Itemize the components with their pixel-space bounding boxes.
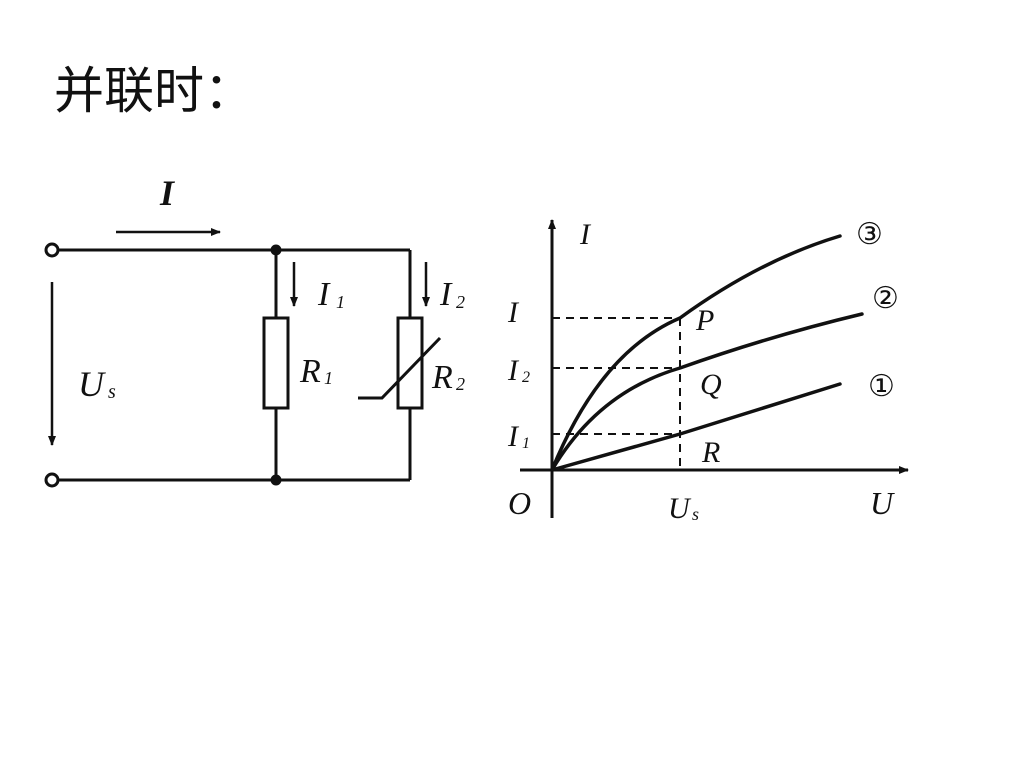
origin-label: O <box>508 485 531 521</box>
resistor-r2-sub: 2 <box>456 374 465 394</box>
point-q-label: Q <box>700 368 722 401</box>
y-tick-i1-sub: 1 <box>522 435 530 452</box>
curve-3-label: ③ <box>856 217 883 252</box>
source-voltage-label: U <box>78 364 106 404</box>
curve-1-label: ① <box>868 369 895 404</box>
iu-graph <box>520 219 909 518</box>
dashed-guides <box>552 317 681 470</box>
branch2-current-label: I <box>439 276 453 313</box>
curve-2 <box>550 312 864 472</box>
x-axis-label: U <box>870 485 895 521</box>
point-r-label: R <box>701 436 720 469</box>
branch1-current-sub: 1 <box>336 292 345 312</box>
resistor-r2 <box>396 316 424 410</box>
y-tick-i: I <box>507 296 520 329</box>
curves <box>550 234 864 472</box>
y-axis-label: I <box>579 218 592 251</box>
curve-1 <box>550 382 842 472</box>
source-voltage-sub: s <box>108 381 116 403</box>
resistor-r1-sub: 1 <box>324 368 333 388</box>
slide-title: 并联时： <box>54 62 254 120</box>
nonlinear-slash <box>358 336 442 400</box>
curve-3 <box>550 234 842 472</box>
curve-2-label: ② <box>872 281 899 316</box>
y-tick-i2-sub: 2 <box>522 369 530 386</box>
x-tick-us: U <box>668 492 692 525</box>
resistor-r2-label: R <box>431 359 453 396</box>
y-tick-i1: I <box>507 420 520 453</box>
branch1-current-label: I <box>317 276 331 313</box>
y-tick-i2: I <box>507 354 520 387</box>
top-terminal <box>44 242 60 258</box>
circuit-arrows <box>48 228 430 446</box>
circuit <box>44 242 442 488</box>
x-tick-us-sub: s <box>692 504 699 524</box>
resistor-r1 <box>262 316 290 410</box>
main-current-label: I <box>159 173 176 213</box>
bottom-terminal <box>44 472 60 488</box>
resistor-r1-label: R <box>299 353 321 390</box>
point-p-label: P <box>695 304 714 337</box>
branch2-current-sub: 2 <box>456 292 465 312</box>
